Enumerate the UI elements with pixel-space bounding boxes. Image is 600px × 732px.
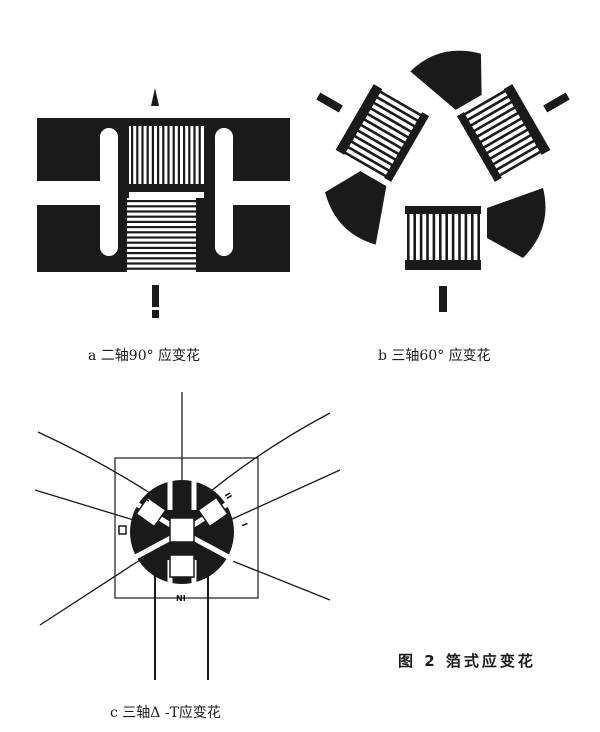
- grid-line: [463, 97, 519, 131]
- grid-line: [335, 84, 383, 155]
- alignment-mark: [543, 92, 570, 113]
- grid-line: [473, 113, 529, 147]
- grid-line: [476, 119, 532, 153]
- grid-line: [357, 114, 413, 148]
- grid-line: [479, 124, 535, 159]
- grid-line: [119, 210, 204, 213]
- grid-line: [483, 130, 539, 164]
- grid-line: [457, 85, 513, 120]
- grid-line: [407, 206, 410, 268]
- grid-line: [129, 118, 204, 126]
- grid-line: [489, 141, 545, 175]
- grid-vertical: [129, 118, 204, 192]
- grid-line: [460, 91, 516, 125]
- grid-line: [477, 206, 480, 268]
- grid-line: [503, 84, 551, 155]
- grid-line: [492, 146, 548, 181]
- grid-line: [467, 102, 523, 136]
- grid-line: [157, 118, 160, 192]
- grid-line: [172, 118, 175, 192]
- grid-line: [341, 142, 397, 176]
- grid-line: [188, 118, 191, 192]
- alignment-mark: [439, 286, 447, 312]
- grid-line: [347, 131, 403, 165]
- grid-line: [360, 108, 416, 143]
- grid-line: [119, 215, 204, 218]
- grid-line: [419, 206, 423, 268]
- grid-line: [337, 147, 393, 182]
- grid-arm: [410, 50, 570, 182]
- grid-line: [119, 220, 204, 223]
- grid-line: [119, 267, 204, 270]
- grid-line: [141, 118, 144, 192]
- grid-horizontal: [119, 198, 204, 272]
- solder-tab: [410, 50, 482, 110]
- grid-line: [373, 86, 429, 121]
- grid-line: [119, 236, 204, 239]
- grid-line: [136, 118, 139, 192]
- grid-line: [151, 118, 154, 192]
- grid-label-ni: NI: [176, 594, 186, 603]
- grid-line: [119, 200, 204, 203]
- alignment-mark-top: [151, 88, 159, 106]
- grid-line: [167, 118, 170, 192]
- rosette-a-two-axis-90: [37, 88, 290, 318]
- caption-b: b 三轴60° 应变花: [378, 348, 491, 364]
- grid-label-ii: II: [223, 491, 234, 501]
- grid-line: [129, 184, 204, 192]
- grid-line: [458, 206, 461, 268]
- grid-line: [196, 198, 204, 272]
- grid-label-iii: III: [142, 491, 155, 504]
- grid-line: [363, 103, 419, 137]
- grid-arm: [316, 84, 430, 245]
- grid-line: [131, 118, 134, 192]
- grid-line: [405, 206, 481, 214]
- grid-label-i: I: [240, 522, 249, 528]
- grid-line: [162, 118, 165, 192]
- grid-line: [146, 118, 149, 192]
- grid-line: [183, 118, 186, 192]
- grid-line: [119, 252, 204, 255]
- grid-line: [119, 205, 204, 208]
- grid-line: [119, 226, 204, 229]
- grid-line: [470, 108, 526, 142]
- caption-c: c 三轴Δ -T应变花: [110, 705, 221, 721]
- solder-tab: [325, 171, 387, 245]
- grid-line: [193, 118, 196, 192]
- grid-line: [119, 262, 204, 265]
- grid-arm: [405, 188, 546, 312]
- grid-line: [432, 206, 436, 268]
- grid-line: [119, 231, 204, 234]
- grid-line: [177, 118, 180, 192]
- grid-line: [464, 206, 468, 268]
- grid-line: [369, 92, 425, 126]
- grid-line: [366, 97, 422, 132]
- grid-line: [119, 246, 204, 249]
- caption-a: a 二轴90° 应变花: [88, 348, 201, 364]
- figure-title: 图 2 箔式应变花: [398, 652, 536, 670]
- grid-line: [344, 136, 400, 170]
- alignment-mark: [316, 92, 343, 113]
- grid-line: [426, 206, 429, 268]
- grid-line: [445, 206, 448, 268]
- grid-line: [119, 257, 204, 260]
- grid-line: [353, 120, 409, 154]
- grid-line: [413, 206, 416, 268]
- grid-line: [119, 198, 127, 272]
- grid-line: [350, 125, 406, 159]
- solder-tab: [487, 188, 546, 258]
- grid-line: [451, 206, 455, 268]
- grid-line: [119, 241, 204, 244]
- grid-line: [471, 206, 474, 268]
- rosette-b-three-axis-60: [316, 50, 570, 312]
- grid-line: [198, 118, 201, 192]
- rosette-c-delta-t: III II I NI: [34, 392, 341, 680]
- grid-line: [405, 260, 481, 270]
- grid-line: [439, 206, 442, 268]
- grid-line: [486, 135, 542, 170]
